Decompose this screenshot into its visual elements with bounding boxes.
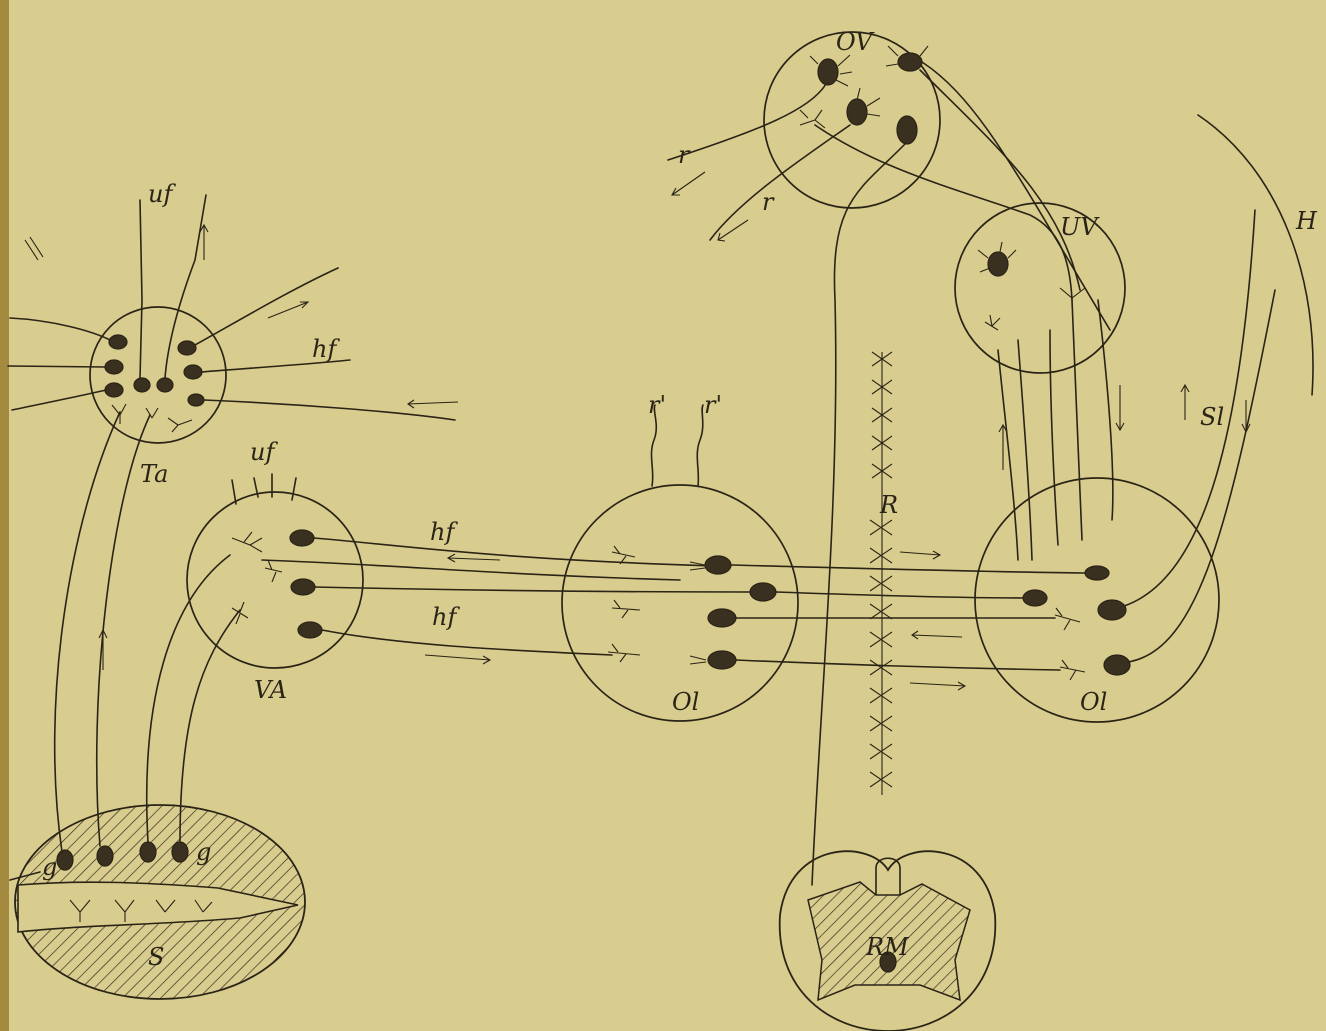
label-ol-left: Ol <box>672 690 699 714</box>
label-ov: OV <box>836 30 873 54</box>
r-raphe-crossings <box>870 352 965 795</box>
label-uf-top: uf <box>148 182 172 206</box>
label-r-prime-2: r' <box>704 393 722 417</box>
label-ta: Ta <box>140 462 168 486</box>
label-va: VA <box>254 678 287 702</box>
label-g-left: g <box>42 855 57 879</box>
label-rm: RM <box>866 935 909 959</box>
label-uf-va: uf <box>250 440 274 464</box>
label-hf-lower: hf <box>432 605 456 629</box>
label-g-right: g <box>196 840 211 864</box>
label-s: S <box>148 945 164 969</box>
label-hf-ta: hf <box>312 337 336 361</box>
label-hf-upper: hf <box>430 520 454 544</box>
label-uv: UV <box>1060 215 1098 239</box>
label-r-center: R <box>880 493 898 517</box>
label-r-top-1: r <box>678 143 689 167</box>
label-h: H <box>1296 209 1317 233</box>
label-sl: Sl <box>1200 405 1224 429</box>
ta-nucleus <box>8 195 458 443</box>
label-r-top-2: r <box>762 190 773 214</box>
label-ol-right: Ol <box>1080 690 1107 714</box>
label-r-prime-1: r' <box>648 393 666 417</box>
uv-nucleus <box>955 203 1125 373</box>
va-nucleus <box>187 474 750 668</box>
ol-right-nucleus <box>975 115 1313 722</box>
s-organ <box>10 412 305 999</box>
